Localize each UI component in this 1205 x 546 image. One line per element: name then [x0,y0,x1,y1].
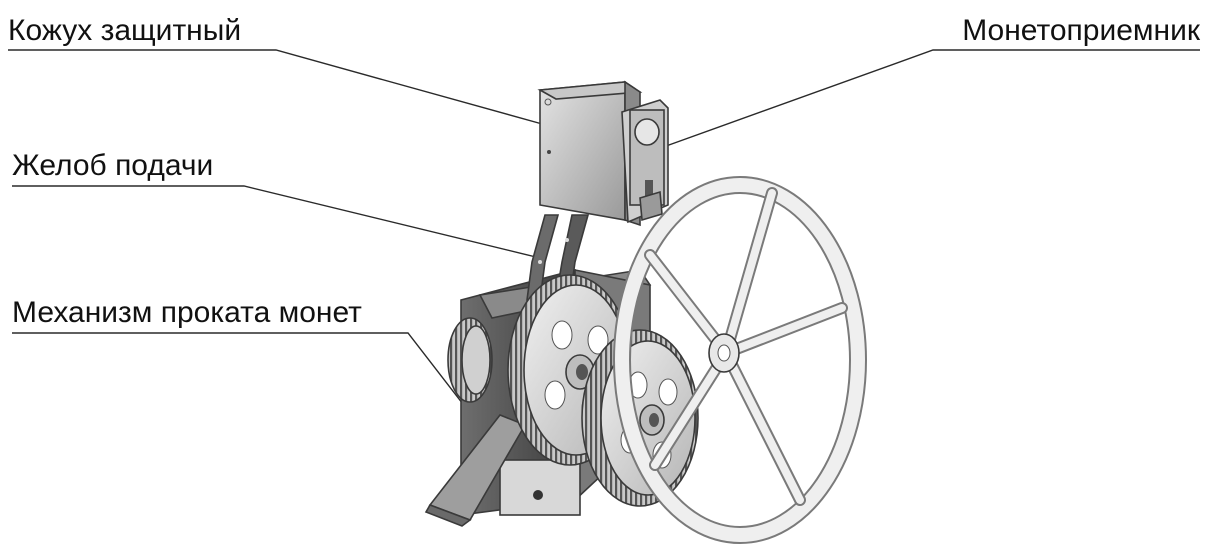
label-protective-cover: Кожух защитный [8,14,241,47]
machine-illustration [424,80,867,544]
leader-line-mechanism [12,332,467,409]
label-feed-chute: Желоб подачи [12,149,213,182]
handwheel [613,176,867,544]
label-coin-rolling-mechanism: Механизм проката монет [12,296,362,329]
leader-line-chute [12,185,541,259]
small-side-gear [447,317,493,403]
label-coin-acceptor: Монетоприемник [962,14,1201,47]
leader-line-cover [8,49,554,128]
leader-line-coin-acceptor [654,49,1200,151]
coin-acceptor [621,99,669,224]
lower-rolling-gear [581,329,699,507]
